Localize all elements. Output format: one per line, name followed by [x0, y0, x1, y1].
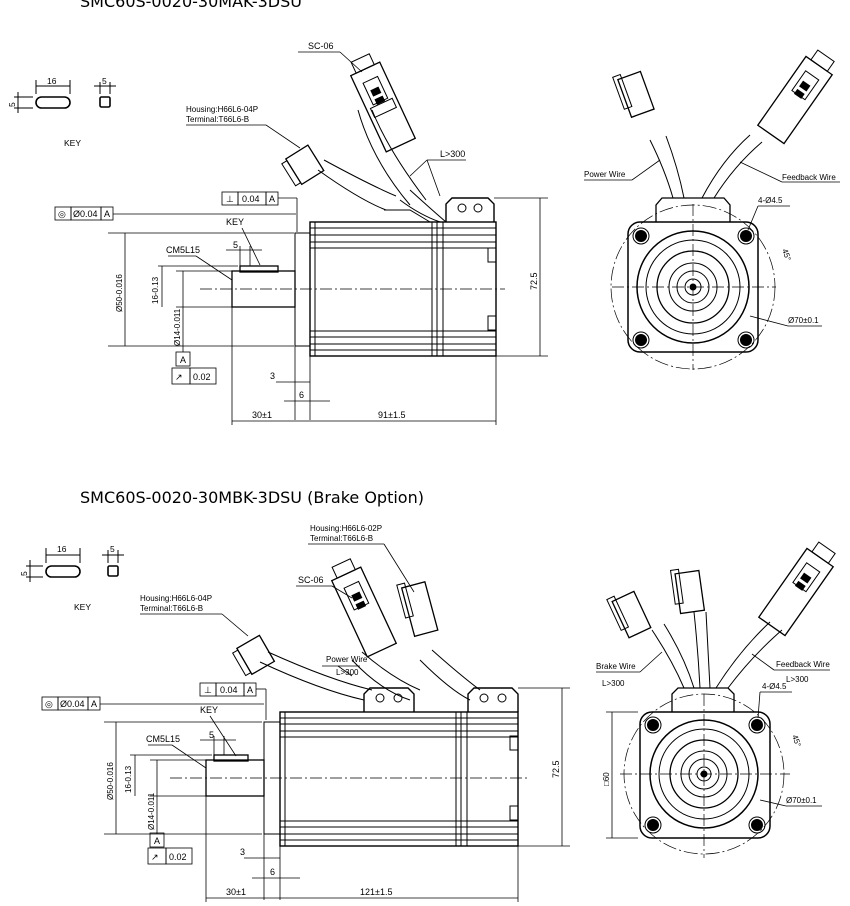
thread-label: CM5L15: [166, 245, 200, 255]
dimensions-2: [41, 543, 570, 902]
runout-symbol: ↗: [175, 372, 183, 382]
angle-label: 45°: [780, 248, 793, 262]
mounting-holes-2: 4-Ø4.5: [762, 682, 787, 691]
key-length-dim-2: 16: [57, 544, 67, 554]
key-caption-2: KEY: [74, 602, 91, 612]
feedback-wire-label: Feedback Wire: [782, 173, 836, 182]
datum-a-2: A: [154, 836, 160, 846]
key-height-dim: 16-0.13: [151, 276, 160, 304]
drawing-title-1: SMC60S-0020-30MAK-3DSU: [80, 0, 302, 11]
cable-length-label-2: L>300: [336, 668, 359, 677]
drawing-2: [26, 541, 836, 902]
sc06-connector-2: [330, 558, 398, 658]
key-height-dim-2: 16-0.13: [124, 765, 133, 793]
shaft-diameter-2: Ø14-0.011: [147, 792, 156, 830]
power-plug-2: [231, 634, 276, 677]
sc06-connector-1: [349, 53, 417, 153]
concentricity-symbol-2: ◎: [45, 699, 53, 709]
key-side-width-dim: 5: [102, 76, 107, 86]
motor-front-view-2: [596, 541, 836, 858]
thread-label-2: CM5L15: [146, 734, 180, 744]
body-length: 91±1.5: [378, 410, 405, 420]
key-view-side: [94, 82, 116, 108]
bolt-circle: Ø70±0.1: [788, 316, 819, 325]
cable-length-label: L>300: [440, 149, 465, 159]
dim-6-2: 6: [270, 867, 275, 877]
motor-side-view-2: [170, 687, 528, 847]
key-width-5: 5: [233, 240, 238, 250]
shaft-length: 30±1: [252, 410, 272, 420]
bolt-circle-2: Ø70±0.1: [786, 796, 817, 805]
housing-label: Housing:H66L6-04P: [186, 105, 258, 114]
cables-1: [317, 109, 447, 223]
concentricity-value: Ø0.04: [73, 209, 98, 219]
runout-value: 0.02: [193, 372, 211, 382]
power-plug-1: [281, 144, 325, 187]
body-length-2: 121±1.5: [360, 887, 392, 897]
motor-side-view-1: [200, 197, 505, 357]
key-view-side-2: [102, 550, 124, 577]
key-pointer-label: KEY: [226, 217, 244, 227]
concentricity-symbol: ◎: [58, 209, 66, 219]
sc06-label: SC-06: [308, 41, 334, 51]
key-view-top-2: [26, 548, 81, 582]
feedback-length-label: L>300: [786, 675, 809, 684]
shaft-diameter: Ø14-0.011: [173, 308, 182, 346]
perpendicularity-ref-2: A: [247, 685, 253, 695]
dim-6: 6: [299, 390, 304, 400]
dim-3-2: 3: [240, 847, 245, 857]
runout-value-2: 0.02: [169, 852, 187, 862]
height-dim-2: 72.5: [551, 760, 561, 778]
dimensions-1: [54, 51, 548, 425]
drawing-title-2: SMC60S-0020-30MBK-3DSU (Brake Option): [80, 488, 424, 507]
sc06-label-2: SC-06: [298, 575, 324, 585]
concentricity-ref: A: [104, 209, 110, 219]
key-width-dim: 5: [7, 102, 17, 107]
labels-2: 16 5 5 KEY Housing:H66L6-02P Terminal:T6…: [19, 524, 830, 897]
housing2-label: Housing:H66L6-02P: [310, 524, 382, 533]
cables-2: [259, 649, 481, 701]
concentricity-ref-2: A: [91, 699, 97, 709]
brake-wire-label: Brake Wire: [596, 662, 636, 671]
concentricity-value-2: Ø0.04: [60, 699, 85, 709]
square-dim: □60: [602, 772, 611, 786]
angle-label-2: 45°: [790, 734, 803, 748]
perpendicularity-value: 0.04: [242, 194, 260, 204]
housing-label-2: Housing:H66L6-04P: [140, 594, 212, 603]
key-width-dim-2: 5: [19, 571, 29, 576]
terminal2-label: Terminal:T66L6-B: [310, 534, 373, 543]
key-pointer-label-2: KEY: [200, 705, 218, 715]
motor-front-view-1: [584, 49, 840, 370]
key-length-dim: 16: [47, 76, 57, 86]
datum-a: A: [180, 355, 186, 365]
power-wire-label: Power Wire: [584, 170, 626, 179]
key-width-5-2: 5: [209, 730, 214, 740]
power-wire-label-2: Power Wire: [326, 655, 368, 664]
perpendicularity-symbol-2: ⊥: [204, 685, 212, 695]
perpendicularity-symbol: ⊥: [226, 194, 234, 204]
brake-plug-2: [396, 580, 439, 638]
dim-3: 3: [270, 371, 275, 381]
key-caption: KEY: [64, 138, 81, 148]
mounting-holes: 4-Ø4.5: [758, 196, 783, 205]
height-dim: 72.5: [529, 272, 539, 290]
runout-symbol-2: ↗: [151, 852, 159, 862]
perpendicularity-ref: A: [269, 194, 275, 204]
feedback-wire-label-2: Feedback Wire: [776, 660, 830, 669]
key-side-width-dim-2: 5: [110, 544, 115, 554]
pilot-diameter: Ø50-0.016: [115, 274, 124, 312]
perpendicularity-value-2: 0.04: [220, 685, 238, 695]
brake-length-label: L>300: [602, 679, 625, 688]
terminal-label: Terminal:T66L6-B: [186, 115, 249, 124]
shaft-length-2: 30±1: [226, 887, 246, 897]
terminal-label-2: Terminal:T66L6-B: [140, 604, 203, 613]
labels-1: 16 5 5 KEY SC-06 Housing:H66L6-04P Termi…: [7, 41, 836, 420]
pilot-diameter-2: Ø50-0.016: [106, 762, 115, 800]
drawing-1: [14, 49, 840, 425]
key-view-top: [14, 80, 71, 113]
